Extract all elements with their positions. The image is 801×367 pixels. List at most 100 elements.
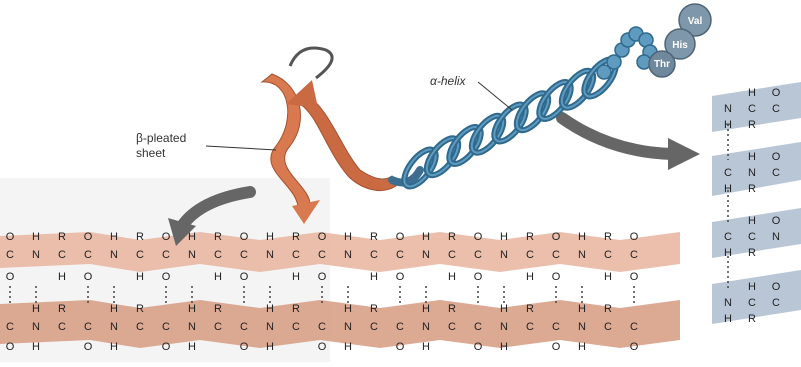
sheet-bottom-side-chain: R xyxy=(214,303,222,315)
sheet-top-backbone-atom: C xyxy=(474,249,482,261)
helix-carbonyl-o: O xyxy=(772,87,781,99)
sheet-bottom-carbonyl-o: O xyxy=(396,341,405,353)
sheet-bottom-backbone-atom: C xyxy=(136,321,144,333)
sheet-top-carbonyl-o: O xyxy=(240,231,249,243)
helix-backbone-atom: C xyxy=(772,103,780,115)
helix-amide-h: H xyxy=(724,313,732,325)
sheet-top-side-chain: R xyxy=(292,231,300,243)
residue-bead-chain xyxy=(597,27,657,79)
sheet-bottom-amide-h-lower: H xyxy=(422,341,430,353)
sheet-top-backbone-atom: C xyxy=(240,249,248,261)
sheet-bottom-amide-h: H xyxy=(422,303,430,315)
sheet-top-carbonyl-o: O xyxy=(630,231,639,243)
sheet-top-alpha-h: H xyxy=(214,271,222,283)
sheet-bottom-backbone-atom: C xyxy=(630,321,638,333)
sheet-bottom-amide-h-lower: H xyxy=(500,341,508,353)
helix-backbone-atom: C xyxy=(772,297,780,309)
sheet-top-backbone-atom: N xyxy=(110,249,118,261)
sheet-top-backbone-atom: N xyxy=(188,249,196,261)
sheet-top-backbone-atom: C xyxy=(526,249,534,261)
sheet-top-amide-h: H xyxy=(110,231,118,243)
sheet-bottom-amide-h: H xyxy=(188,303,196,315)
alpha-helix-leader-line xyxy=(478,82,512,110)
residue-his-label: His xyxy=(672,40,688,51)
sheet-top-backbone-atom: C xyxy=(292,249,300,261)
sheet-bottom-amide-h-lower: H xyxy=(32,341,40,353)
sheet-top-backbone-atom: C xyxy=(552,249,560,261)
sheet-top-backbone-atom: C xyxy=(318,249,326,261)
sheet-top-backbone-atom: C xyxy=(214,249,222,261)
sheet-bottom-side-chain: R xyxy=(292,303,300,315)
sheet-top-carbonyl-o-lower: O xyxy=(396,271,405,283)
helix-alpha-h: H xyxy=(748,151,756,163)
sheet-bottom-amide-h-lower: H xyxy=(188,341,196,353)
sheet-bottom-amide-h-lower: H xyxy=(110,341,118,353)
terminal-residues: Val His Thr xyxy=(649,4,711,77)
sheet-bottom-backbone-atom: C xyxy=(526,321,534,333)
sheet-bottom-amide-h: H xyxy=(500,303,508,315)
sheet-bottom-backbone-atom: C xyxy=(318,321,326,333)
sheet-bottom-backbone-atom: N xyxy=(500,321,508,333)
sheet-top-backbone-atom: C xyxy=(630,249,638,261)
sheet-top-amide-h: H xyxy=(578,231,586,243)
sheet-bottom-backbone-atom: C xyxy=(474,321,482,333)
sheet-bottom-amide-h: H xyxy=(266,303,274,315)
alpha-helix-label: α-helix xyxy=(430,74,467,88)
sheet-top-backbone-atom: N xyxy=(32,249,40,261)
beta-sheet-label-line1: β-pleated xyxy=(136,131,186,145)
sheet-top-carbonyl-o: O xyxy=(162,231,171,243)
sheet-bottom-carbonyl-o: O xyxy=(318,341,327,353)
residue-val-label: Val xyxy=(688,16,703,27)
sheet-bottom-backbone-atom: N xyxy=(188,321,196,333)
sheet-top-amide-h: H xyxy=(266,231,274,243)
strand-2 xyxy=(300,94,396,191)
sheet-bottom-backbone-atom: C xyxy=(6,321,14,333)
sheet-bottom-backbone-atom: N xyxy=(344,321,352,333)
sheet-bottom-side-chain: R xyxy=(604,303,612,315)
sheet-bottom-backbone-atom: C xyxy=(396,321,404,333)
sheet-top-side-chain: R xyxy=(214,231,222,243)
sheet-top-amide-h: H xyxy=(500,231,508,243)
sheet-top-carbonyl-o-lower: O xyxy=(318,271,327,283)
sheet-top-backbone-atom: C xyxy=(448,249,456,261)
helix-carbonyl-o: O xyxy=(772,215,781,227)
sheet-top-alpha-h: H xyxy=(292,271,300,283)
helix-side-chain: R xyxy=(748,119,756,131)
sheet-top-carbonyl-o: O xyxy=(396,231,405,243)
sheet-bottom-backbone-atom: C xyxy=(292,321,300,333)
sheet-top-amide-h: H xyxy=(344,231,352,243)
sheet-top-alpha-h: H xyxy=(370,271,378,283)
helix-backbone-atom: N xyxy=(724,103,732,115)
sheet-top-backbone-atom: C xyxy=(84,249,92,261)
sheet-top-carbonyl-o: O xyxy=(318,231,327,243)
sheet-top-backbone-atom: C xyxy=(604,249,612,261)
sheet-bottom-backbone-atom: C xyxy=(58,321,66,333)
sheet-bottom-side-chain: R xyxy=(526,303,534,315)
sheet-bottom-carbonyl-o: O xyxy=(240,341,249,353)
sheet-top-backbone-atom: N xyxy=(422,249,430,261)
sheet-bottom-backbone-atom: C xyxy=(240,321,248,333)
sheet-bottom-side-chain: R xyxy=(136,303,144,315)
sheet-top-backbone-atom: C xyxy=(370,249,378,261)
sheet-bottom-backbone-atom: C xyxy=(162,321,170,333)
helix-backbone-atom: N xyxy=(748,167,756,179)
helix-backbone-atom: C xyxy=(748,231,756,243)
sheet-bottom-backbone-atom: N xyxy=(422,321,430,333)
sheet-top-backbone-atom: N xyxy=(266,249,274,261)
helix-alpha-h: H xyxy=(748,281,756,293)
sheet-bottom-side-chain: R xyxy=(58,303,66,315)
helix-alpha-h: H xyxy=(748,215,756,227)
sheet-top-backbone-atom: N xyxy=(578,249,586,261)
sheet-top-backbone-atom: N xyxy=(344,249,352,261)
sheet-bottom-amide-h: H xyxy=(110,303,118,315)
sheet-top-carbonyl-o-lower: O xyxy=(84,271,93,283)
strand-loop xyxy=(290,48,332,78)
sheet-top-side-chain: R xyxy=(448,231,456,243)
helix-backbone-atom: C xyxy=(724,167,732,179)
sheet-top-carbonyl-o: O xyxy=(474,231,483,243)
sheet-top-amide-h: H xyxy=(188,231,196,243)
sheet-top-backbone-atom: C xyxy=(162,249,170,261)
sheet-top-side-chain: R xyxy=(136,231,144,243)
sheet-bottom-carbonyl-o: O xyxy=(474,341,483,353)
